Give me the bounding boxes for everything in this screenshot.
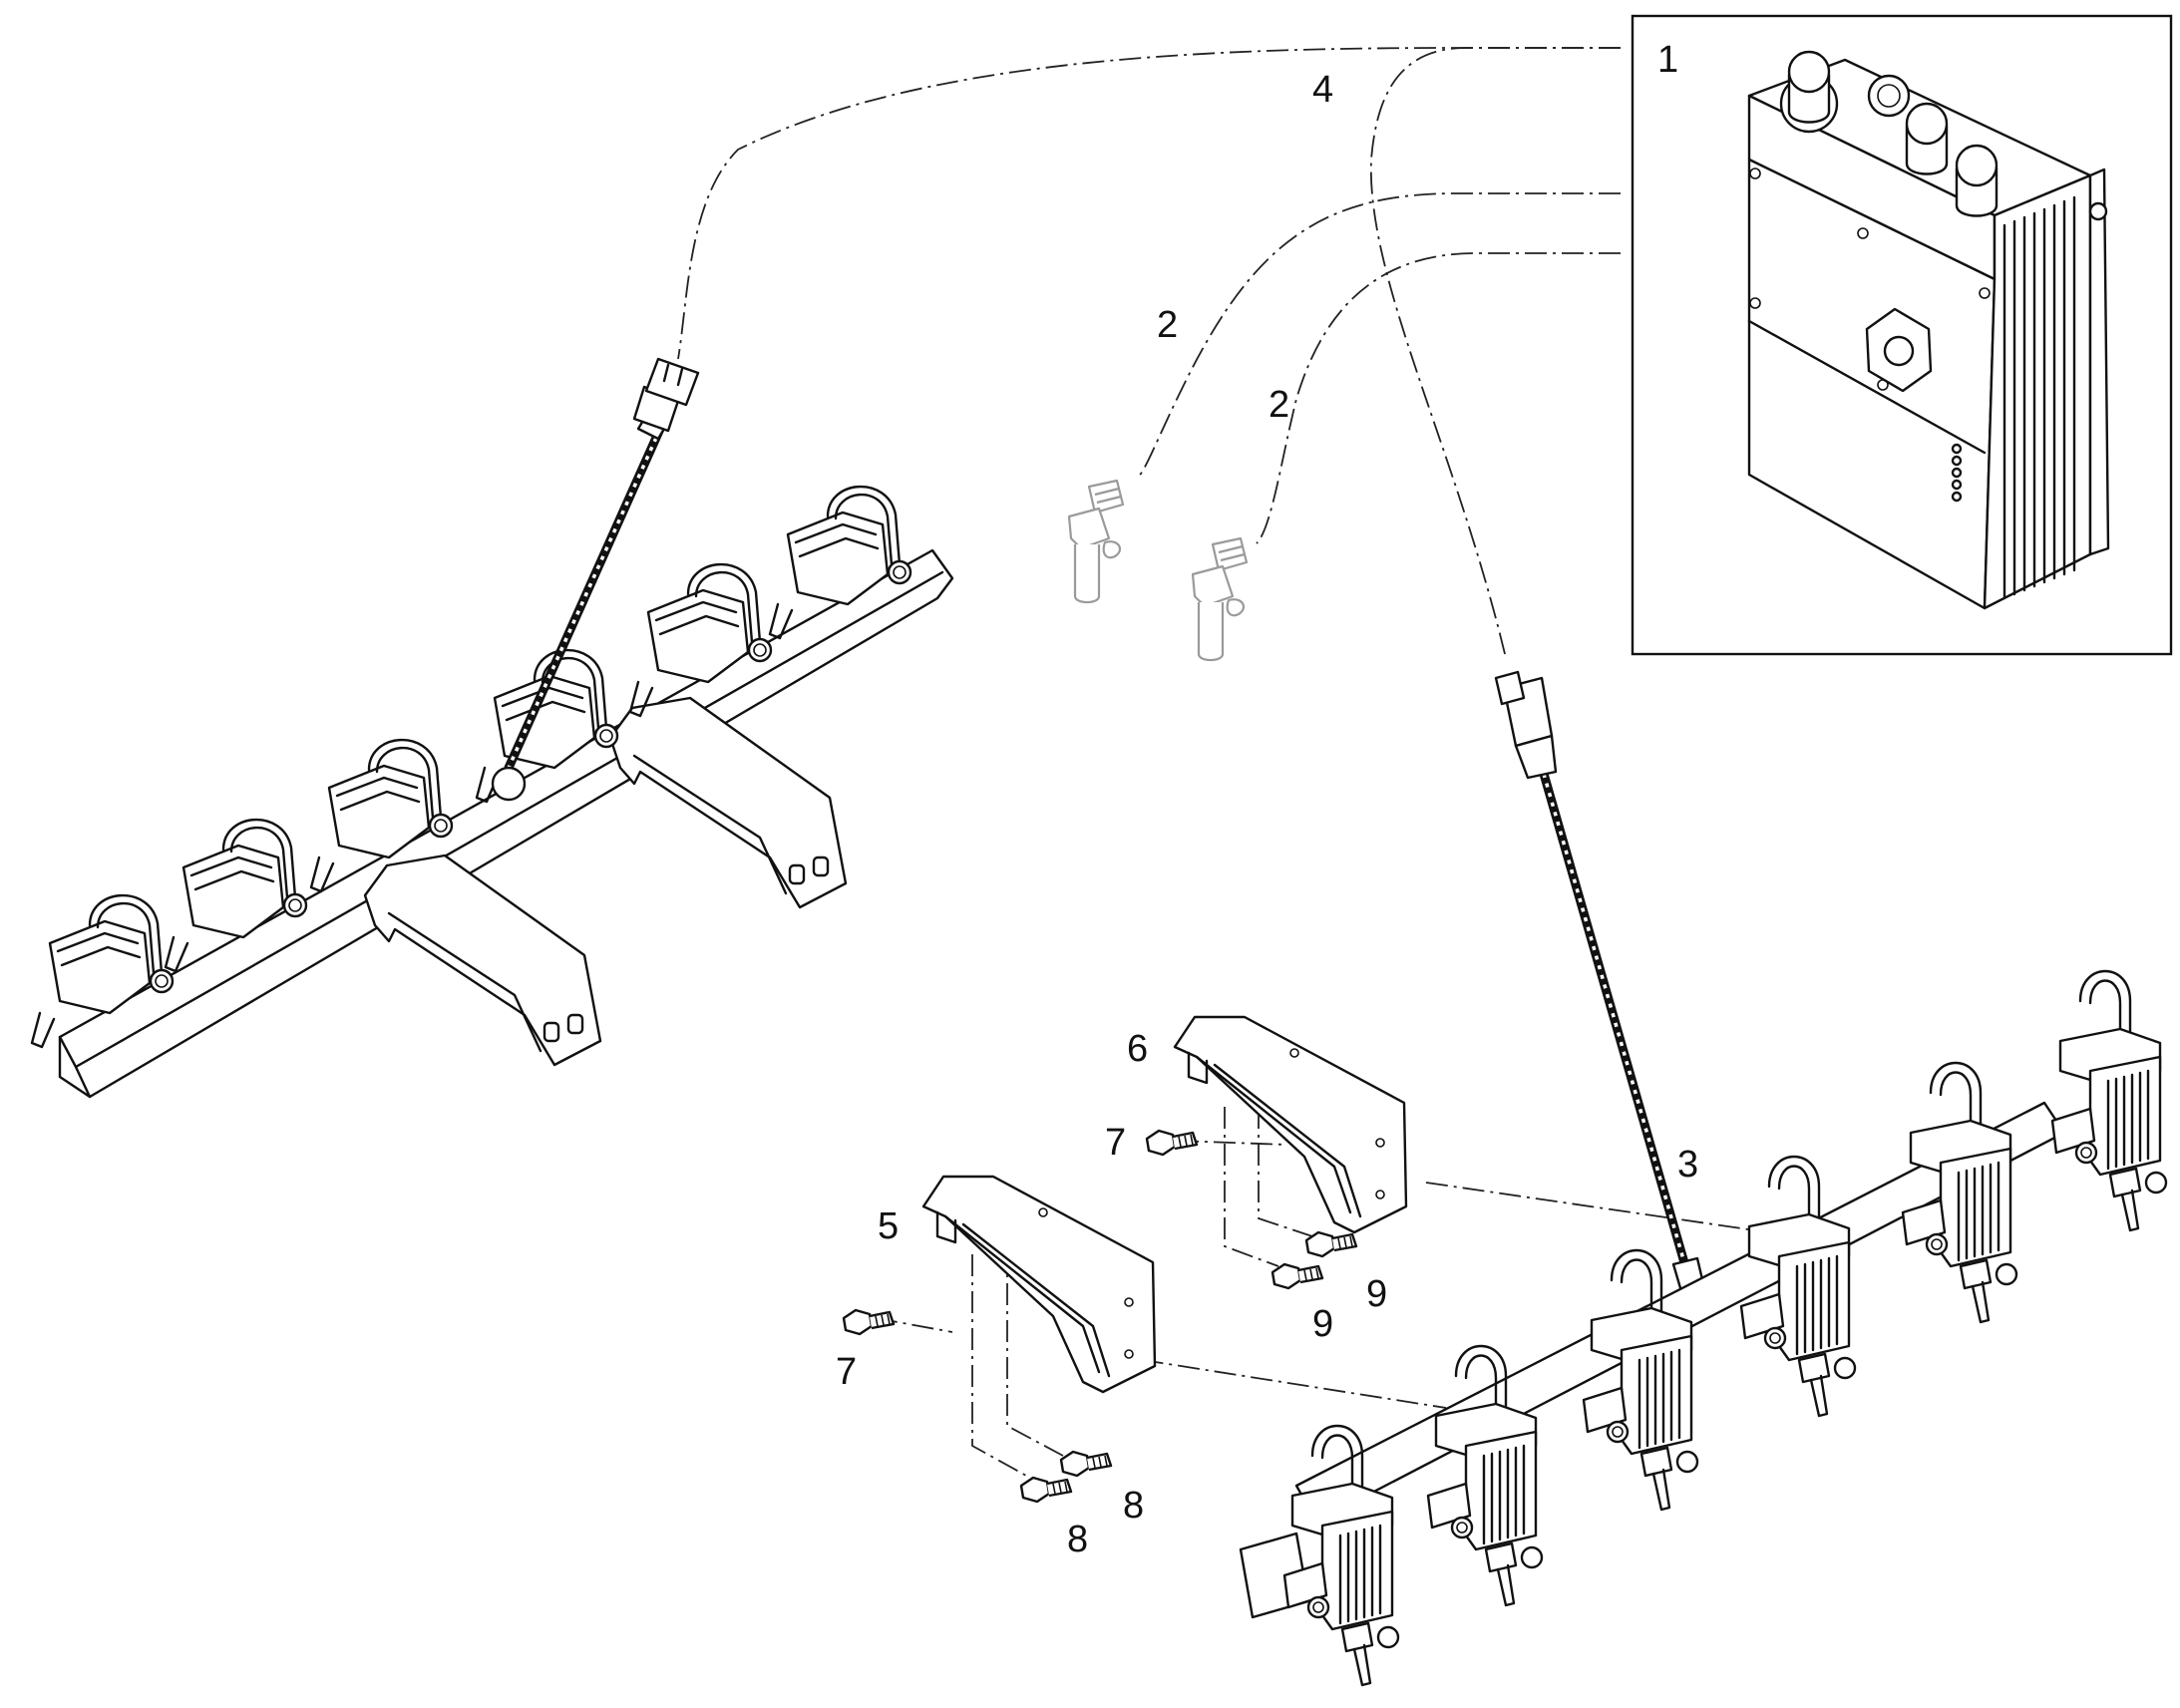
control-box bbox=[1747, 50, 2110, 610]
connection-line-bracket-6 bbox=[1425, 1182, 1756, 1231]
callouts: 1 2 2 3 4 5 6 7 7 8 8 9 9 bbox=[836, 39, 1698, 1560]
connection-line-bolt-9b bbox=[1258, 1107, 1313, 1237]
bolt-7b bbox=[842, 1308, 896, 1336]
speed-sensor bbox=[1191, 536, 1249, 662]
mounting-bracket-5 bbox=[921, 1175, 1157, 1394]
connection-lines bbox=[677, 47, 1756, 1483]
speed-sensor bbox=[1067, 479, 1125, 604]
left-harness-cable bbox=[491, 357, 700, 802]
connection-line-cable-3 bbox=[1369, 47, 1621, 659]
callout-6: 6 bbox=[1127, 1028, 1148, 1070]
connection-line-bolt-8a bbox=[971, 1254, 1038, 1483]
left-bracket-lower bbox=[363, 854, 602, 1067]
callout-2: 2 bbox=[1157, 304, 1178, 346]
callout-3: 3 bbox=[1677, 1144, 1698, 1186]
callout-2: 2 bbox=[1269, 384, 1289, 426]
left-seed-unit-assembly bbox=[30, 357, 954, 1099]
callout-9: 9 bbox=[1366, 1273, 1387, 1315]
connection-line-sensor-b bbox=[1256, 252, 1621, 544]
right-meter-unit-assembly bbox=[1239, 969, 2168, 1687]
callout-8: 8 bbox=[1123, 1485, 1144, 1527]
right-harness-cable bbox=[1494, 670, 1707, 1300]
bolt-9b bbox=[1304, 1230, 1358, 1258]
callout-8: 8 bbox=[1067, 1519, 1088, 1560]
bolt-8a bbox=[1019, 1476, 1073, 1504]
mounting-bracket-6 bbox=[1173, 1015, 1408, 1234]
bolt-9a bbox=[1271, 1262, 1324, 1290]
callout-9: 9 bbox=[1312, 1303, 1333, 1345]
callout-5: 5 bbox=[878, 1205, 899, 1247]
callout-1: 1 bbox=[1657, 39, 1678, 81]
meter-unit bbox=[2050, 969, 2168, 1232]
bolt-7a bbox=[1145, 1129, 1199, 1157]
connection-line-bracket-5 bbox=[1104, 1353, 1447, 1409]
bolt-8b bbox=[1059, 1450, 1113, 1478]
control-box-assembly bbox=[1631, 14, 2173, 656]
connection-line-cable-4-left bbox=[677, 47, 1621, 360]
left-mounting-bar bbox=[58, 548, 954, 1099]
connection-line-sensor-a bbox=[1136, 192, 1621, 480]
connection-line-bolt-8b bbox=[1006, 1246, 1064, 1457]
callout-7: 7 bbox=[1105, 1122, 1126, 1164]
callout-4: 4 bbox=[1312, 69, 1333, 111]
callout-7: 7 bbox=[836, 1351, 857, 1393]
connection-line-bolt-9a bbox=[1224, 1107, 1279, 1267]
left-bracket-upper bbox=[608, 696, 848, 909]
